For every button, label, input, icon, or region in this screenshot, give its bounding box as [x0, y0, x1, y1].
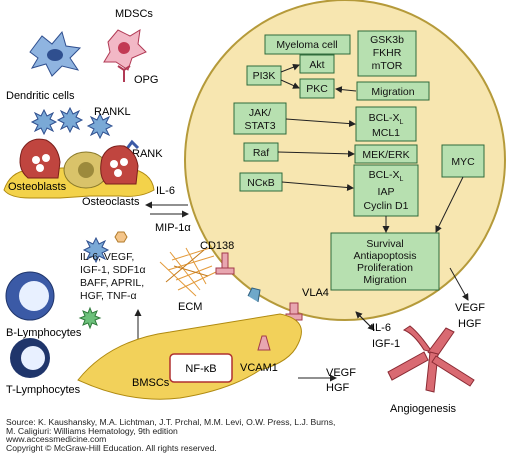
migration2-label: Migration: [363, 274, 406, 286]
dendritic-cell: [29, 30, 82, 77]
b-lymphocytes-label: B-Lymphocytes: [6, 327, 82, 339]
mcl1-label: MCL1: [372, 127, 400, 139]
source-line-1: Source: K. Kaushansky, M.A. Lichtman, J.…: [6, 417, 336, 427]
nfkb-label: NCκB: [247, 177, 274, 189]
source-line-2: M. Caligiuri: Williams Hematology, 9th e…: [6, 425, 178, 436]
cd138-receptor: [215, 252, 235, 275]
migration-label: Migration: [371, 86, 414, 98]
vegf-bottom-label: VEGF: [326, 367, 356, 379]
dendritic-cells-label: Dendritic cells: [6, 90, 75, 102]
rankl-label: RANKL: [94, 106, 131, 118]
antiapoptosis-label: Antiapoptosis: [353, 250, 416, 262]
bclxl-label: BCL-XL: [369, 112, 404, 126]
pkc-label: PKC: [306, 83, 328, 95]
osteoblasts-cells: [3, 138, 155, 199]
angiogenesis-label: Angiogenesis: [390, 403, 457, 415]
source-line-3: www.accessmedicine.com: [6, 434, 107, 445]
gsk-label: GSK3b: [370, 34, 404, 46]
migration-box: [356, 81, 430, 101]
cytokine-line-1: IL-6, VEGF,: [80, 251, 134, 263]
mtor-label: mTOR: [372, 60, 403, 72]
arrow-raf-mek: [277, 150, 355, 158]
cyclin-label: Cyclin D1: [364, 200, 409, 212]
hgf-right-label: HGF: [458, 318, 482, 330]
hgf-bottom-label: HGF: [326, 382, 350, 394]
osteoclasts-label: Osteoclasts: [82, 196, 140, 208]
igf1-label: IGF-1: [372, 338, 400, 350]
b-lymphocyte-cell: [5, 271, 55, 321]
myc-label: MYC: [451, 156, 475, 168]
arrow-pi3k-pkc: [280, 79, 300, 89]
ecm-label: ECM: [178, 301, 202, 313]
arrow-pi3k-akt: [280, 63, 300, 73]
pi3k-box: [246, 65, 282, 86]
bclxl-iap-cyclin-box: [353, 164, 419, 217]
arrow-myeloma-vegf: [449, 267, 469, 301]
mek-erk-label: MEK/ERK: [362, 149, 409, 161]
myeloma-cell-label: Myeloma cell: [276, 39, 337, 51]
jak-stat3-box: [233, 102, 287, 135]
akt-box: [299, 54, 335, 74]
osteoblasts-label: Osteoblasts: [8, 181, 67, 193]
angiogenesis-vessels: [387, 325, 475, 393]
bclxl-mcl1-box: [355, 106, 417, 142]
vcam1-label: VCAM1: [240, 362, 278, 374]
arrow-myc-survival: [435, 176, 464, 233]
arrow-nfkb-bcl: [281, 181, 354, 191]
rank-receptor-icon: [124, 139, 140, 151]
il6-label: IL-6: [156, 185, 175, 197]
raf-label: Raf: [253, 147, 269, 159]
opg-icon: [117, 65, 131, 82]
vla4-label: VLA4: [302, 287, 329, 299]
fkhr-label: FKHR: [373, 47, 402, 59]
pkc-box: [299, 78, 335, 99]
vcam1-receptor: [257, 335, 271, 351]
bmsc-nfkb-label: NF-κB: [185, 363, 216, 375]
pi3k-label: PI3K: [253, 70, 276, 82]
source-line-4: Copyright © McGraw-Hill Education. All r…: [6, 442, 217, 453]
mdscs-label: MDSCs: [115, 8, 153, 20]
mip-label: MIP-1α: [155, 222, 191, 234]
arrow-migration-pkc: [335, 86, 357, 94]
bclxl2-label: BCL-XL: [369, 169, 404, 183]
gsk-fkhr-mtor-box: [357, 30, 417, 77]
stat3-label: STAT3: [244, 120, 275, 132]
survival-label: Survival: [366, 238, 403, 250]
mdsc-cell: [103, 29, 147, 71]
cytokine-line-4: HGF, TNF-α: [80, 290, 137, 302]
opg-label: OPG: [134, 74, 158, 86]
t-lymphocytes-label: T-Lymphocytes: [6, 384, 81, 396]
cd138-label: CD138: [200, 240, 234, 252]
arrow-igf-lower: [355, 311, 375, 331]
myeloma-cell-box: [264, 34, 351, 55]
il6-lower-label: IL-6: [372, 322, 391, 334]
iap-label: IAP: [378, 186, 395, 198]
jak-label: JAK/: [249, 107, 271, 119]
arrow-jak-bcl: [285, 118, 356, 128]
akt-label: Akt: [309, 59, 324, 71]
proliferation-label: Proliferation: [357, 262, 413, 274]
cytokine-line-2: IGF-1, SDF1α: [80, 264, 146, 276]
bmsc-cell: [77, 313, 302, 400]
rankl-icons: [30, 106, 114, 140]
rank-label: RANK: [132, 148, 163, 160]
ecm-fibers: [159, 247, 217, 297]
mek-erk-box: [354, 144, 418, 164]
cytokine-icons: [78, 231, 128, 330]
bmscs-label: BMSCs: [132, 377, 170, 389]
t-lymphocyte-cell: [10, 338, 50, 378]
vegf-right-label: VEGF: [455, 302, 485, 314]
survival-box: [330, 232, 440, 291]
cytokine-line-3: BAFF, APRIL,: [80, 277, 144, 289]
